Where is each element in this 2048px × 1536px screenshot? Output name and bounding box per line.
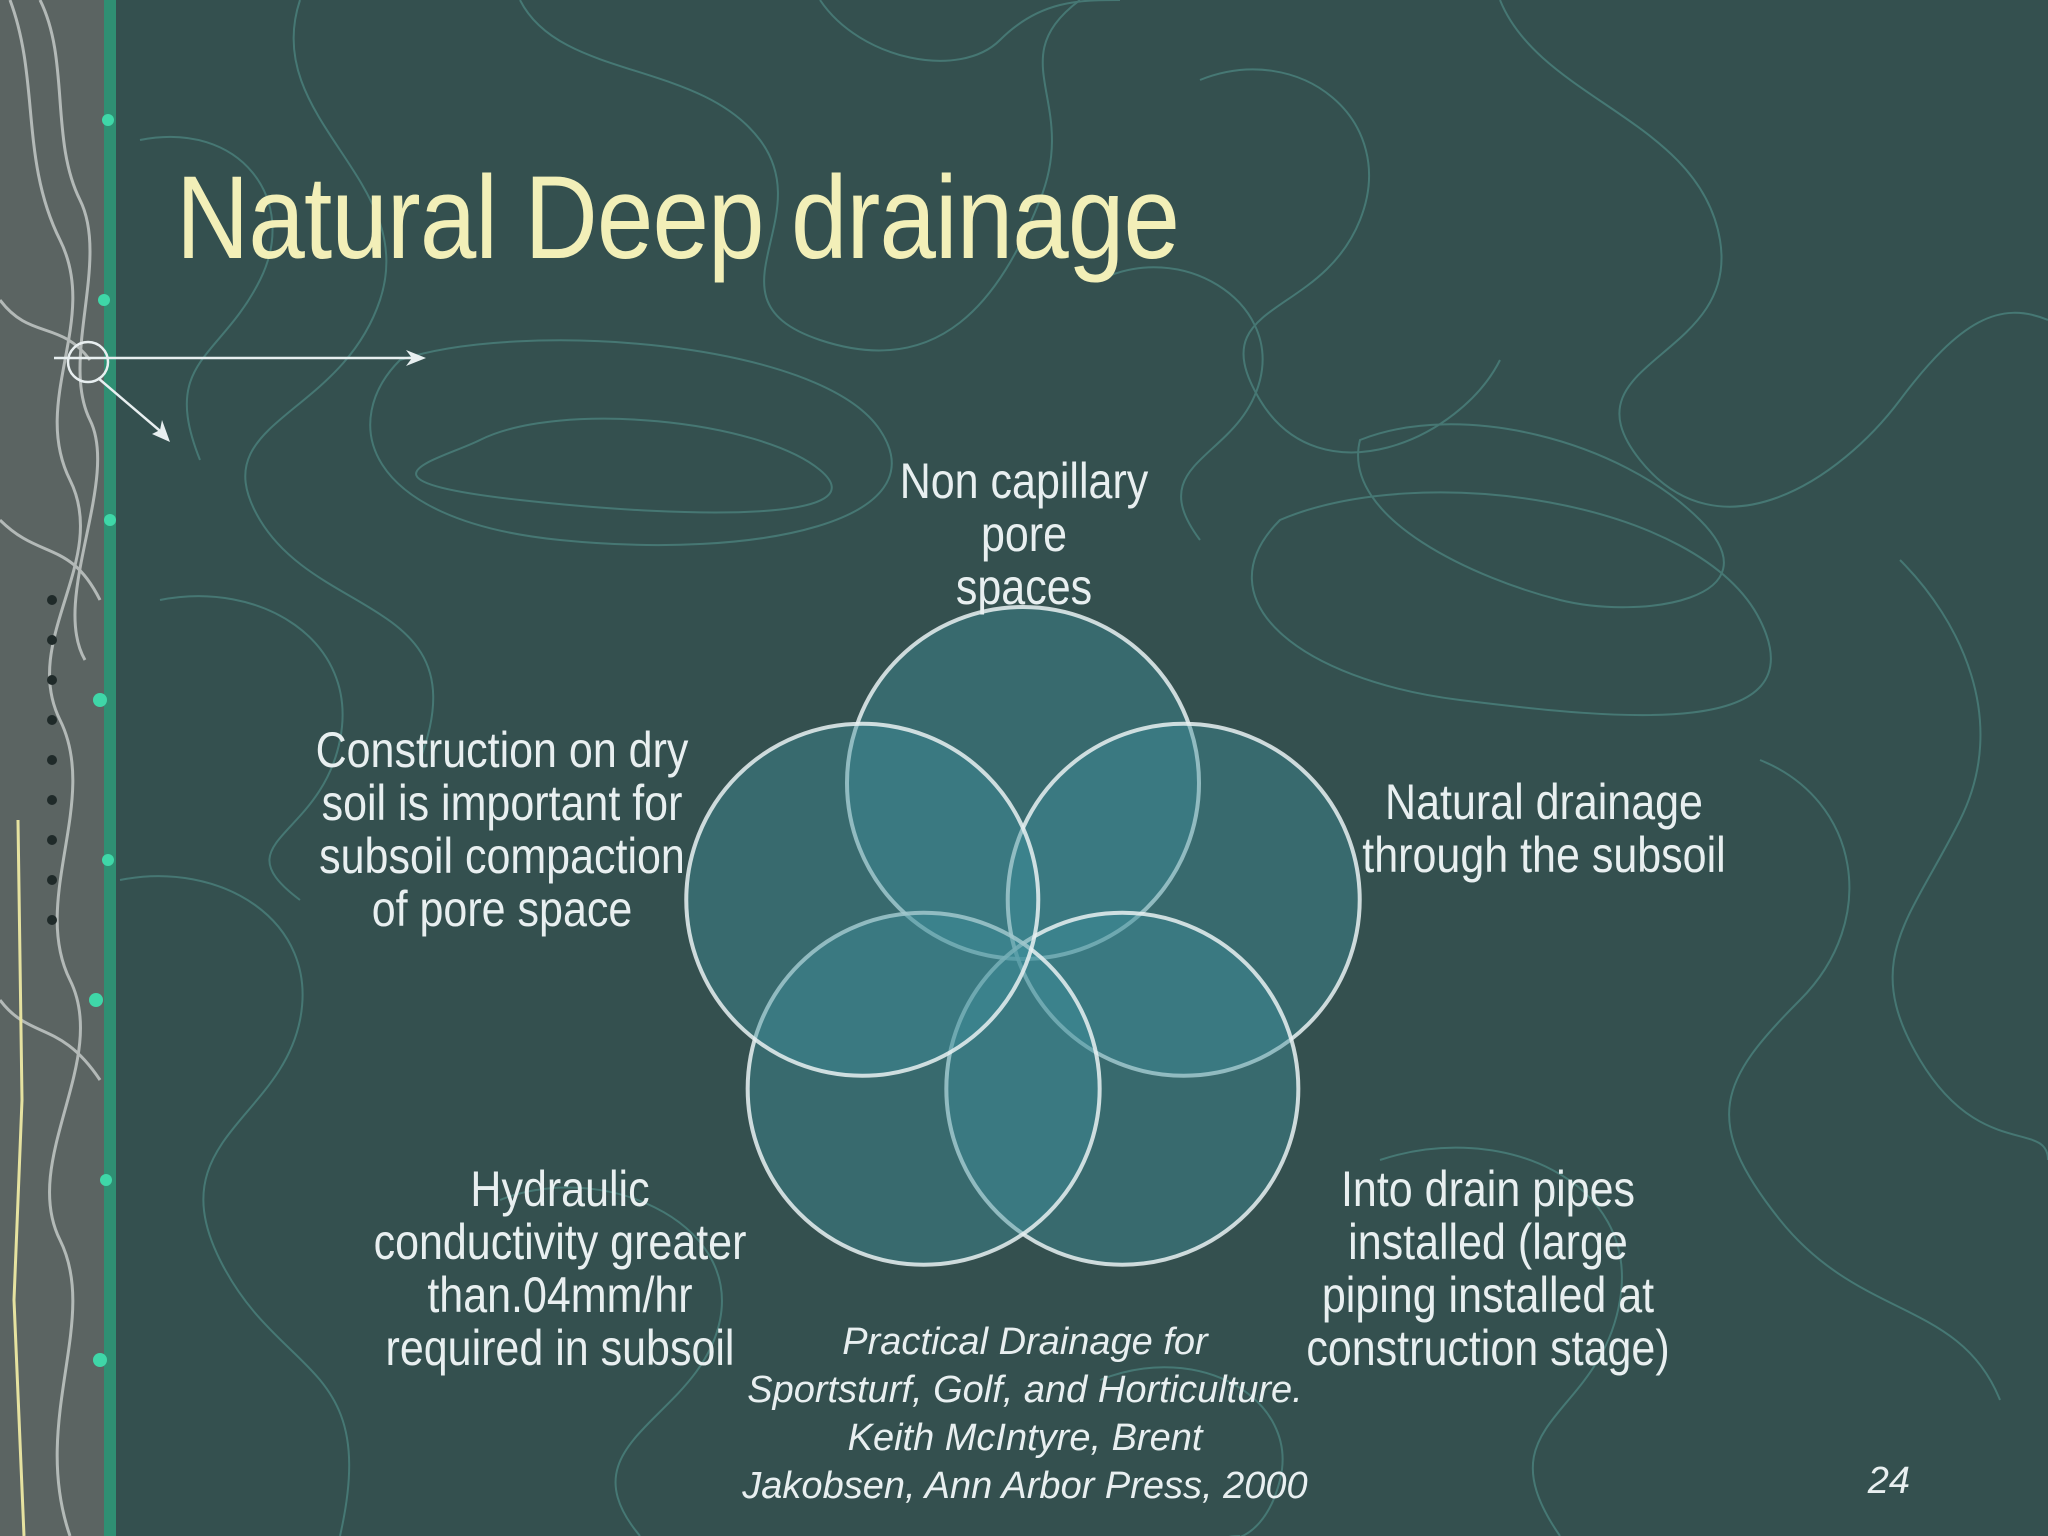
citation: Practical Drainage for Sportsturf, Golf,…: [742, 1321, 1308, 1507]
circle-non-capillary: [845, 605, 1201, 961]
label-natural-drainage: Natural drainage through the subsoil: [1362, 774, 1726, 883]
slide-title: Natural Deep drainage: [176, 152, 1180, 284]
circle-drain-pipes: [944, 910, 1301, 1267]
label-non-capillary-pore-spaces: Non capillary pore spaces: [899, 453, 1149, 615]
label-hydraulic-conductivity: Hydraulic conductivity greater than.04mm…: [373, 1161, 747, 1376]
side-image-strip: [0, 0, 116, 1536]
label-into-drain-pipes: Into drain pipes installed (large piping…: [1306, 1161, 1670, 1376]
circle-hydraulic: [745, 910, 1102, 1267]
circle-construction: [684, 721, 1041, 1078]
circle-natural-drainage: [1005, 721, 1362, 1078]
label-construction-on-dry-soil: Construction on dry soil is important fo…: [315, 722, 689, 937]
page-number: 24: [1867, 1460, 1910, 1502]
